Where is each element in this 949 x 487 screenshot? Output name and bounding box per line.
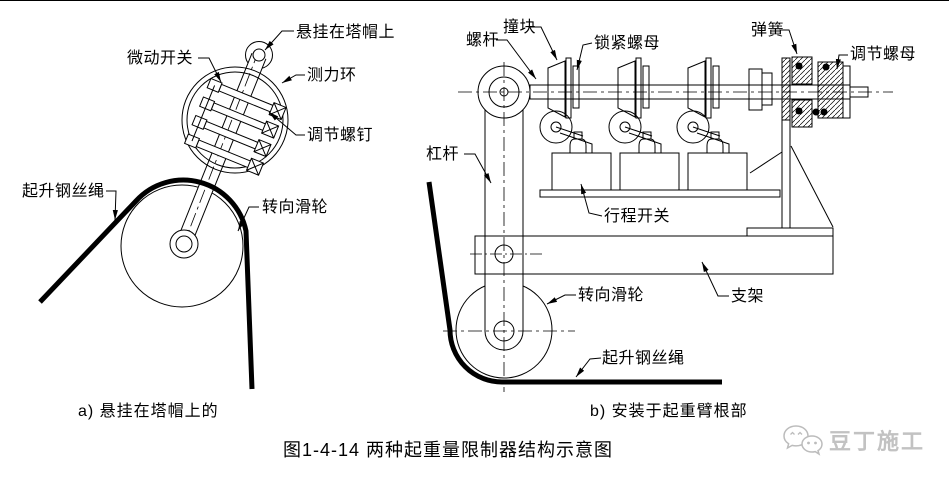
label-force-ring: 测力环 [307,67,357,84]
figure-b-drawing [426,56,893,392]
roller-arms [539,110,730,153]
figure-a-drawing [38,41,289,390]
leader-lines [106,26,848,378]
pulley-a [120,184,244,308]
striker-units [547,57,720,119]
figure-caption: 图1-4-14 两种起重量限制器结构示意图 [283,440,614,460]
label-bracket: 支架 [731,288,765,305]
rod-centerline [182,49,260,247]
caption-sub-a: a) 悬挂在塔帽上的 [78,403,219,420]
pulley-a-pin [175,235,193,253]
label-micro-switch: 微动开关 [127,50,194,67]
wire-rope-b [426,181,722,385]
chat-bubbles-icon [783,425,823,456]
caption-sub-b: b) 安装于起重臂根部 [590,403,748,420]
bracket-structure [470,145,834,275]
label-striker: 撞块 [503,19,537,36]
spring-coil-dots [795,62,830,116]
force-ring-inner [186,71,284,169]
label-spring: 弹簧 [751,22,785,39]
force-ring-outer [181,66,289,174]
watermark-brand: 豆丁施工 [829,429,926,454]
label-turning-pulley-a: 转向滑轮 [262,199,329,216]
label-adjust-screw: 调节螺钉 [307,127,374,144]
label-hoist-rope-a: 起升钢丝绳 [22,183,105,200]
limit-switch-boxes [539,152,781,198]
page-top-rule [0,0,949,1]
label-lever: 杠杆 [426,146,460,163]
label-hoist-rope-b: 起升钢丝绳 [602,350,685,367]
label-hang-on-tower-cap: 悬挂在塔帽上 [296,24,396,41]
lug-hole [252,48,266,62]
label-lock-nut: 锁紧螺母 [594,35,661,52]
wire-rope-a [38,177,255,390]
label-travel-switch: 行程开关 [604,208,671,225]
label-screw-rod: 螺杆 [466,32,500,49]
spring-nut-assembly [748,56,851,229]
watermark: 豆丁施工 [781,424,925,456]
label-adjust-nut: 调节螺母 [850,46,917,63]
label-turning-pulley-b: 转向滑轮 [578,287,645,304]
adjust-screws [245,101,287,176]
